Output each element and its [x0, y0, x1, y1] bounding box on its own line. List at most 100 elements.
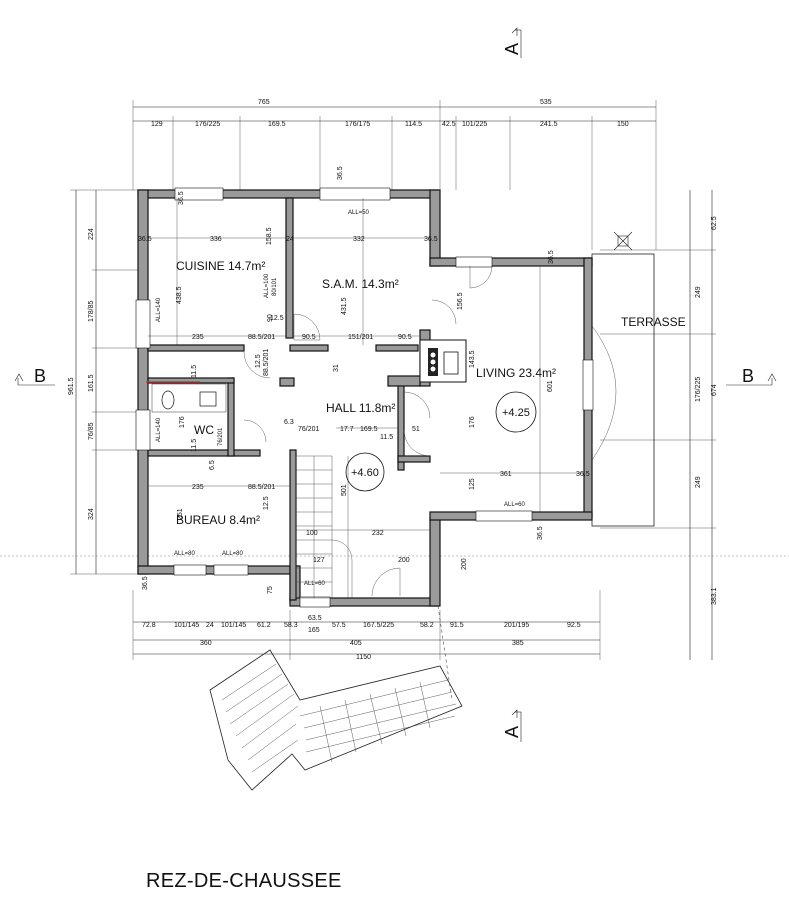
window-living-side [582, 359, 594, 411]
dim-75: 75 [267, 586, 274, 594]
top-dim-3: 169.5 [268, 121, 286, 128]
dim-90: 90 [267, 314, 274, 322]
dim-336: 336 [210, 236, 222, 243]
dim-200-b: 200 [461, 558, 468, 570]
dim-36-5-g: 36.5 [142, 576, 149, 590]
top-dimensions: 765 535 129 176/225 169.5 176/175 114.5 … [132, 99, 657, 250]
all-sam-top: ALL=50 [348, 210, 370, 216]
bottom-dim-3: 24 [206, 622, 214, 629]
dim-51: 51 [412, 426, 420, 433]
right-dimensions: 62.5 249 176/225 249 674 383.1 [600, 190, 718, 660]
bottom-dim-extra: 63.5 [308, 615, 322, 622]
terrasse-marker-icon [613, 231, 633, 251]
doors [243, 265, 493, 597]
dim-127: 127 [313, 557, 325, 564]
bottom-dim-12: 201/195 [504, 622, 529, 629]
bottom-overall: 1150 [356, 654, 371, 661]
all-wc-side: ALL=140 [156, 417, 162, 442]
all-bureau-a: ALL=80 [174, 551, 196, 557]
top-dim-1: 129 [151, 121, 163, 128]
bottom-dim-6: 58.3 [284, 622, 298, 629]
terrasse-label: TERRASSE [621, 315, 686, 329]
section-b-left-label: B [34, 366, 46, 386]
top-dim-7: 101/225 [462, 121, 487, 128]
all-living-bottom: ALL=60 [504, 502, 526, 508]
dim-176-a: 176 [179, 416, 186, 428]
dim-88-5-201-b: 88.5/201 [263, 349, 270, 376]
bottom-dim-4: 101/145 [221, 622, 246, 629]
window-hall [299, 596, 331, 608]
left-dim-3: 161.5 [88, 374, 95, 392]
left-dim-overall: 961.5 [68, 377, 75, 395]
room-hall: HALL 11.8m² [326, 401, 395, 415]
dim-12-5-b: 12.5 [255, 354, 262, 368]
dim-176-b: 176 [469, 416, 476, 428]
dim-36-5-d: 36.5 [337, 166, 344, 180]
room-living: LIVING 23.4m² [476, 366, 556, 380]
walls [137, 189, 593, 607]
room-sam: S.A.M. 14.3m² [322, 277, 399, 291]
section-b-right: B [726, 366, 777, 386]
section-b-left: B [14, 366, 55, 386]
dim-11-5-a: 11.5 [191, 365, 198, 378]
left-dim-1: 224 [88, 228, 95, 240]
terrasse: TERRASSE [591, 231, 686, 527]
top-dim-overall-2: 535 [540, 99, 552, 106]
dim-76-201-wc: 76/201 [218, 427, 224, 446]
dim-235-a: 235 [192, 334, 204, 341]
windows [135, 187, 594, 608]
section-b-right-label: B [742, 366, 754, 386]
room-cuisine: CUISINE 14.7m² [176, 259, 265, 273]
wc-fixtures [146, 381, 227, 413]
dim-601: 601 [547, 380, 554, 392]
dim-36-5-f: 36.5 [537, 526, 544, 540]
right-dim-overall: 674 [711, 384, 718, 396]
left-dim-5: 324 [88, 508, 95, 520]
inner-dimensions: 36.5 336 158.5 24 332 36.5 36.5 36.5 36.… [138, 166, 590, 598]
fireplace-icon [419, 339, 467, 383]
right-dim-3: 176/225 [695, 377, 702, 402]
sink-icon [199, 391, 217, 407]
all-cuisine-inner: ALL=100 [264, 273, 270, 298]
room-labels: CUISINE 14.7m² S.A.M. 14.3m² LIVING 23.4… [176, 259, 556, 527]
top-dim-8: 241.5 [540, 121, 558, 128]
bottom-dimensions: 72.8 101/145 24 101/145 61.2 58.3 165 57… [132, 590, 601, 661]
dim-6-5: 6.5 [209, 460, 216, 470]
dim-24: 24 [286, 236, 294, 243]
bottom-mid-2: 405 [350, 640, 362, 647]
right-dim-1: 62.5 [711, 216, 718, 230]
elevation-living: +4.25 [495, 391, 537, 433]
top-dim-2: 176/225 [195, 121, 220, 128]
bottom-dim-9: 167.5/225 [363, 622, 394, 629]
room-bureau: BUREAU 8.4m² [176, 513, 260, 527]
dim-143-5: 143.5 [469, 350, 476, 368]
dim-151-201: 151/201 [348, 334, 373, 341]
window-living-bottom [475, 510, 533, 522]
section-a-bottom: A [502, 709, 522, 742]
dim-158-5: 158.5 [266, 227, 273, 245]
all-bureau-b: ALL=80 [222, 551, 244, 557]
dim-125: 125 [469, 478, 476, 490]
dim-17-7: 17.7 [340, 426, 354, 433]
right-dim-4: 249 [695, 476, 702, 488]
bottom-dim-8: 57.5 [332, 622, 346, 629]
bottom-dim-13: 92.5 [567, 622, 581, 629]
dim-11-5-b: 11.5 [191, 439, 198, 452]
bottom-dim-2: 101/145 [174, 622, 199, 629]
dim-31: 31 [333, 364, 340, 372]
dim-80-101: 80/101 [272, 277, 278, 296]
plan-title: REZ-DE-CHAUSSEE [146, 870, 342, 892]
bottom-dim-7: 165 [308, 627, 320, 634]
all-cuisine-side: ALL=140 [156, 297, 162, 322]
bottom-dim-10: 58.2 [420, 622, 434, 629]
dim-332: 332 [353, 236, 365, 243]
window-cuisine [174, 187, 224, 201]
bottom-dim-5: 61.2 [257, 622, 271, 629]
dim-36-5-h: 36.5 [576, 471, 590, 478]
dim-156-5: 156.5 [457, 292, 464, 310]
top-dim-overall-1: 765 [258, 99, 270, 106]
dim-431-5: 431.5 [341, 297, 348, 315]
dim-36-5-c: 36.5 [178, 191, 185, 205]
all-hall-bottom: ALL=60 [304, 581, 326, 587]
